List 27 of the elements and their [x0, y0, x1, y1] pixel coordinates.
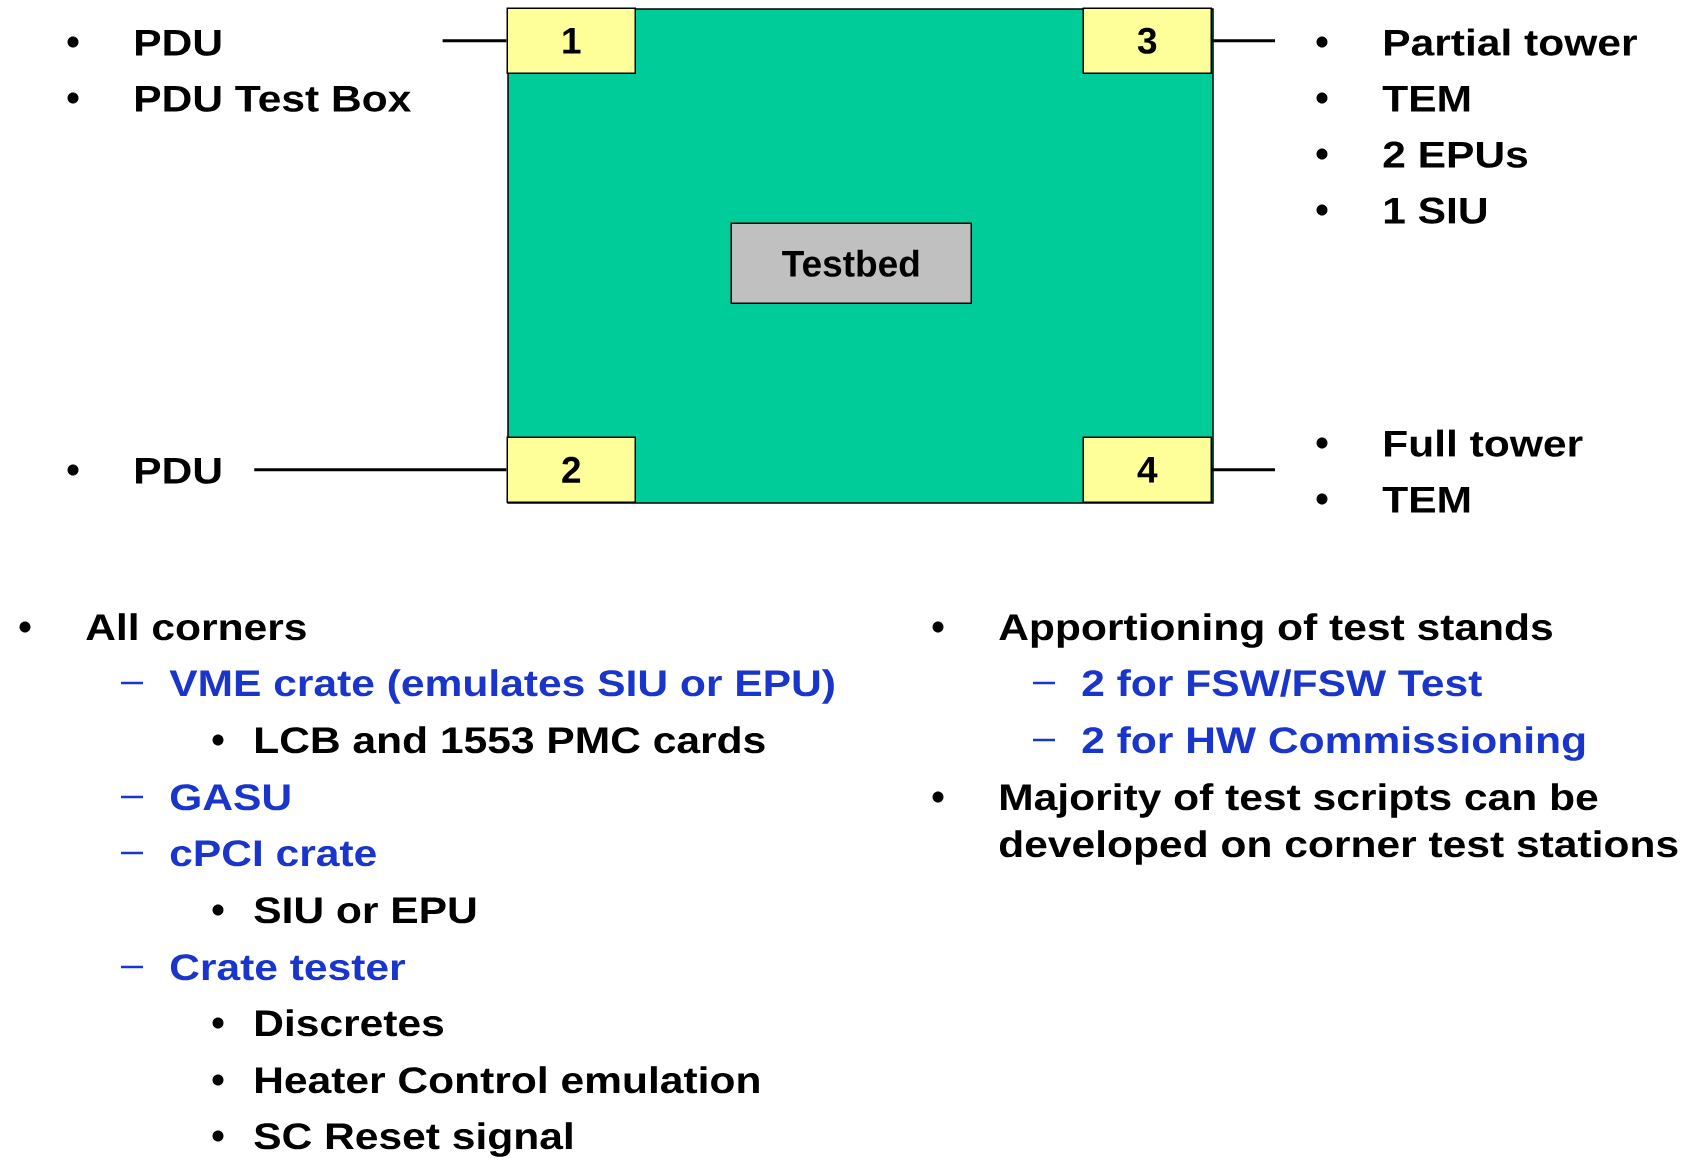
bullet-item: Apportioning of test stands	[999, 613, 1552, 648]
corner-box: 4	[1082, 436, 1212, 503]
dash-item: VME crate (emulates SIU or EPU)	[169, 669, 834, 704]
connector-line	[442, 39, 507, 43]
bullet-item: SC Reset signal	[254, 1122, 572, 1157]
bullet-item: LCB and 1553 PMC cards	[256, 726, 765, 754]
corner-box: 2	[506, 436, 636, 503]
connector-line	[1212, 39, 1275, 43]
dash-item: GASU	[170, 784, 290, 811]
dash-item: Crate tester	[170, 954, 405, 981]
corner-box: 3	[1082, 7, 1212, 74]
bullet-item: Discretes	[256, 1009, 444, 1037]
bullet-list: PDU	[136, 457, 221, 484]
corner-box: 1	[506, 7, 636, 74]
connector-line	[254, 468, 507, 472]
bullet-item: Majority of test scripts can be developed on corner test stations	[999, 783, 1678, 865]
dash-item: 2 for HW Commissioning	[1082, 726, 1585, 761]
bullet-list: PDU PDU Test Box	[136, 29, 412, 112]
bullet-item: Heater Control emulation	[256, 1066, 759, 1094]
connector-line	[1212, 468, 1275, 472]
bullet-item: SIU or EPU	[254, 897, 476, 924]
bullet-item: All corners	[86, 613, 306, 641]
bullet-list: Partial tower TEM 2 EPUs 1 SIU	[1382, 28, 1637, 224]
dash-item: cPCI crate	[170, 840, 376, 867]
bullet-list: Full tower TEM	[1382, 429, 1583, 513]
dash-item: 2 for FSW/FSW Test	[1082, 669, 1482, 697]
testbed-box: Testbed	[730, 222, 972, 304]
